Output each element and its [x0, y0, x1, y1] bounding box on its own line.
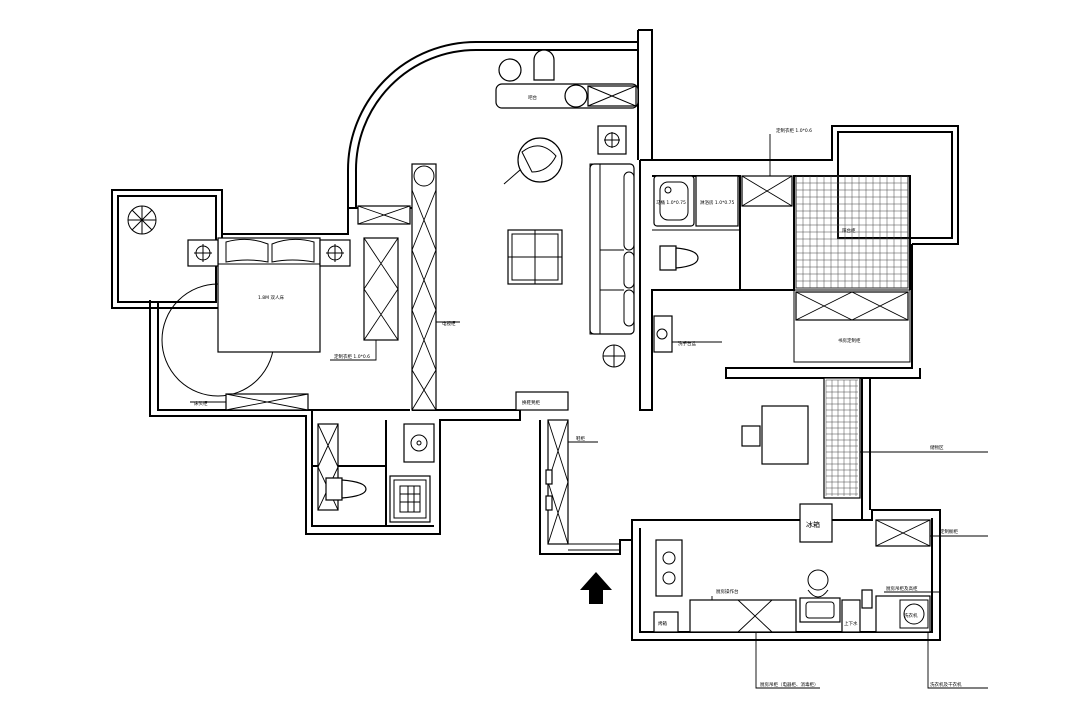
- interior-walls: [158, 160, 911, 551]
- bedside-cabinet-label: 床头柜: [194, 400, 208, 407]
- washer-unit-label: 洗衣机: [904, 612, 918, 619]
- entrance-arrow-icon: [580, 572, 612, 604]
- wardrobe-bedroom-label: 定制衣柜 1.0*0.6: [334, 353, 370, 360]
- entry-area: 换鞋凳柜 鞋柜: [515, 391, 612, 604]
- bar-counter-label: 吧台: [528, 94, 537, 101]
- sink-label: 上下水: [844, 620, 858, 627]
- balcony-cabinet-label: 阳台柜: [842, 227, 856, 234]
- fridge-label: 冰箱: [806, 520, 820, 529]
- kitchen-tall-label: 厨房吊柜及高柜: [886, 585, 918, 592]
- storage-grid: [825, 379, 858, 496]
- kitchen-cabinet-right-label: 定制橱柜: [940, 528, 958, 535]
- washer-label: 洗衣机及干衣机: [930, 681, 962, 688]
- bath-dim-2-label: 淋浴房 1.0*0.75: [700, 199, 734, 206]
- floor-grid: [795, 175, 909, 289]
- shoe-cabinet-label: 换鞋凳柜: [522, 399, 540, 406]
- kitchen: 冰箱 定制橱柜 厨房操作台 烤箱 厨房吊柜（电器柜、消毒柜） 上下水 洗衣机 厨…: [653, 503, 988, 689]
- wardrobe-top-label: 定制衣柜 1.0*0.6: [776, 127, 812, 134]
- dining-area: 储物区: [741, 377, 988, 499]
- oven-label: 烤箱: [658, 620, 667, 627]
- kitchen-counter-label: 厨房操作台: [716, 588, 739, 595]
- plant-icon: [127, 205, 157, 235]
- left-bathroom: [317, 423, 435, 523]
- storage-label: 储物区: [930, 444, 944, 451]
- tv-cabinet-label: 电视柜: [442, 320, 456, 327]
- bed-label: 1.8M 双人床: [258, 294, 284, 301]
- living-room-furniture: 吧台 电视柜: [357, 49, 639, 411]
- bath-dim-1-label: 马桶 1.0*0.75: [656, 199, 686, 206]
- kitchen-bottom-label: 厨房吊柜（电器柜、消毒柜）: [760, 681, 819, 688]
- study-room: 阳台柜 书房定制柜: [795, 175, 909, 344]
- bedroom: 1.8M 双人床 定制衣柜 1.0*0.6 床头柜: [127, 205, 399, 411]
- right-bathroom: 马桶 1.0*0.75 淋浴房 1.0*0.75 洗手台盆 定制衣柜 1.0*0…: [653, 127, 812, 353]
- entry-cabinet-label: 鞋柜: [576, 435, 585, 442]
- wash-basin-label: 洗手台盆: [678, 340, 696, 347]
- study-cabinet-label: 书房定制柜: [838, 337, 861, 344]
